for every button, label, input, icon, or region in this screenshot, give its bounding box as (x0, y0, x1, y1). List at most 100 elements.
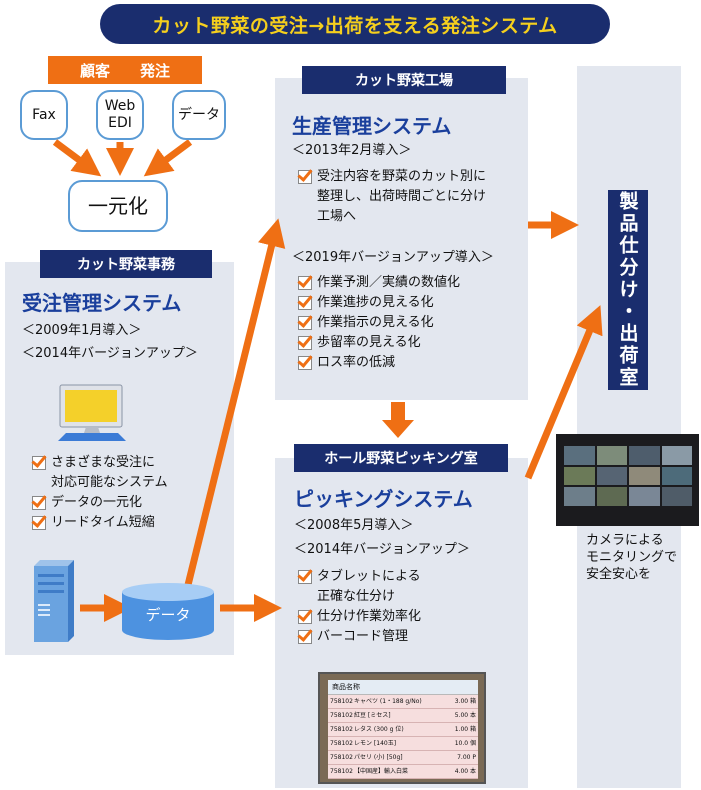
tablet-cell-qty: 1.00 箱 (454, 726, 476, 733)
picking-features: タブレットによる 正確な仕分け 仕分け作業効率化 バーコード管理 (298, 567, 421, 647)
picking-history-1: ＜2008年5月導入＞ (294, 518, 414, 533)
arrow-data-to-factory (184, 218, 286, 586)
office-system-title: 受注管理システム (22, 291, 182, 315)
tablet-cell-name: レモン [140玉] (354, 740, 397, 747)
database-icon: データ (120, 582, 216, 642)
camera-tile (629, 487, 660, 506)
checkbox-icon (298, 276, 312, 290)
tablet-header-col1: 商品名称 (332, 683, 360, 691)
office-feature-3-text: リードタイム短縮 (51, 515, 155, 530)
camera-tile (661, 487, 692, 506)
checkbox-icon (298, 610, 312, 624)
camera-photo (556, 434, 699, 526)
factory-intro-feature-1-text: 受注内容を野菜のカット別に 整理し、出荷時間ごとに分け 工場へ (317, 169, 487, 224)
tablet-cell-code: 758102 (330, 712, 353, 719)
factory-intro-features: 受注内容を野菜のカット別に 整理し、出荷時間ごとに分け 工場へ (298, 167, 486, 227)
picking-history-2: ＜2014年バージョンアップ＞ (294, 542, 470, 557)
tablet-cell-code: 758102 (330, 726, 353, 733)
camera-tile (661, 466, 692, 486)
channel-web-edi: Web EDI (96, 90, 144, 140)
tablet-cell-code: 758102 (330, 740, 353, 747)
tablet-cell-name: キャベツ (1・188 g/No) (354, 698, 422, 705)
tablet-cell-qty: 7.00 P (457, 754, 476, 761)
arrow-fax-to-unify (52, 139, 102, 177)
checkbox-icon (298, 170, 312, 184)
office-label: カット野菜事務 (40, 250, 212, 278)
factory-upgrade-feature-4-text: 歩留率の見える化 (317, 335, 421, 350)
office-feature-2-text: データの一元化 (51, 495, 143, 510)
tablet-header: 商品名称 (328, 680, 478, 695)
factory-upgrade-feature-4: 歩留率の見える化 (298, 333, 460, 353)
factory-intro-feature-1: 受注内容を野菜のカット別に 整理し、出荷時間ごとに分け 工場へ (298, 167, 486, 227)
tablet-cell-name: 紅豆 [ミセス] (354, 712, 391, 719)
office-features: さまざまな受注に 対応可能なシステム データの一元化 リードタイム短縮 (32, 453, 168, 533)
office-feature-3: リードタイム短縮 (32, 513, 168, 533)
tablet-cell-name: 【中国産】輸入白菜 (354, 768, 409, 775)
factory-upgrade-feature-1: 作業予測／実績の数値化 (298, 273, 460, 293)
factory-upgrade-feature-1-text: 作業予測／実績の数値化 (317, 275, 461, 290)
tablet-cell-name: レタス (300 g 位) (354, 726, 404, 733)
factory-panel (275, 78, 528, 400)
factory-upgrade-feature-2: 作業進捗の見える化 (298, 293, 460, 313)
picking-feature-3: バーコード管理 (298, 627, 421, 647)
tablet-cell-qty: 3.00 箱 (454, 698, 476, 705)
shipping-panel (577, 66, 681, 788)
page-title: カット野菜の受注→出荷を支える発注システム (100, 4, 610, 44)
shipping-room-label: 製品仕分け・出荷室 (608, 190, 648, 390)
camera-tile (596, 487, 627, 506)
monitor-icon (56, 383, 128, 443)
checkbox-icon (32, 516, 46, 530)
factory-upgrade-feature-2-text: 作業進捗の見える化 (317, 295, 434, 310)
checkbox-icon (298, 630, 312, 644)
camera-tile (564, 446, 595, 465)
checkbox-icon (298, 296, 312, 310)
picking-feature-1-text: タブレットによる 正確な仕分け (317, 569, 421, 604)
factory-upgrade-feature-5-text: ロス率の低減 (317, 355, 396, 370)
arrow-data-to-unify (143, 139, 193, 177)
tablet-cell-qty: 4.00 本 (454, 768, 476, 775)
arrow-factory-to-picking (382, 402, 414, 438)
camera-tile (661, 446, 692, 465)
office-feature-1-text: さまざまな受注に 対応可能なシステム (51, 455, 168, 490)
camera-tile (629, 466, 660, 486)
unify-box: 一元化 (68, 180, 168, 232)
office-feature-1: さまざまな受注に 対応可能なシステム (32, 453, 168, 493)
factory-upgrade-feature-5: ロス率の低減 (298, 353, 460, 373)
factory-label: カット野菜工場 (302, 66, 506, 94)
factory-intro: ＜2013年2月導入＞ (292, 143, 412, 158)
channel-fax-label: Fax (32, 106, 56, 123)
tablet-cell-qty: 5.00 本 (454, 712, 476, 719)
camera-tile (564, 466, 595, 486)
checkbox-icon (298, 336, 312, 350)
channel-fax: Fax (20, 90, 68, 140)
channel-data-label: データ (178, 106, 220, 123)
checkbox-icon (32, 456, 46, 470)
checkbox-icon (298, 356, 312, 370)
picking-system-title: ピッキングシステム (294, 487, 473, 511)
picking-feature-1: タブレットによる 正確な仕分け (298, 567, 421, 607)
factory-upgrade-feature-3: 作業指示の見える化 (298, 313, 460, 333)
camera-tile (596, 446, 627, 465)
channel-web-edi-label: Web EDI (104, 98, 136, 131)
checkbox-icon (298, 316, 312, 330)
office-history-1: ＜2009年1月導入＞ (22, 323, 142, 338)
camera-tile (564, 487, 595, 506)
database-label: データ (145, 606, 191, 624)
factory-upgrade-feature-3-text: 作業指示の見える化 (317, 315, 434, 330)
tablet-cell-code: 758102 (330, 754, 353, 761)
checkbox-icon (32, 496, 46, 510)
server-icon (28, 560, 78, 642)
camera-caption: カメラによる モニタリングで 安全安心を (586, 533, 678, 582)
camera-tile (596, 466, 627, 486)
unify-label: 一元化 (88, 193, 148, 218)
checkbox-icon (298, 570, 312, 584)
office-feature-2: データの一元化 (32, 493, 168, 513)
